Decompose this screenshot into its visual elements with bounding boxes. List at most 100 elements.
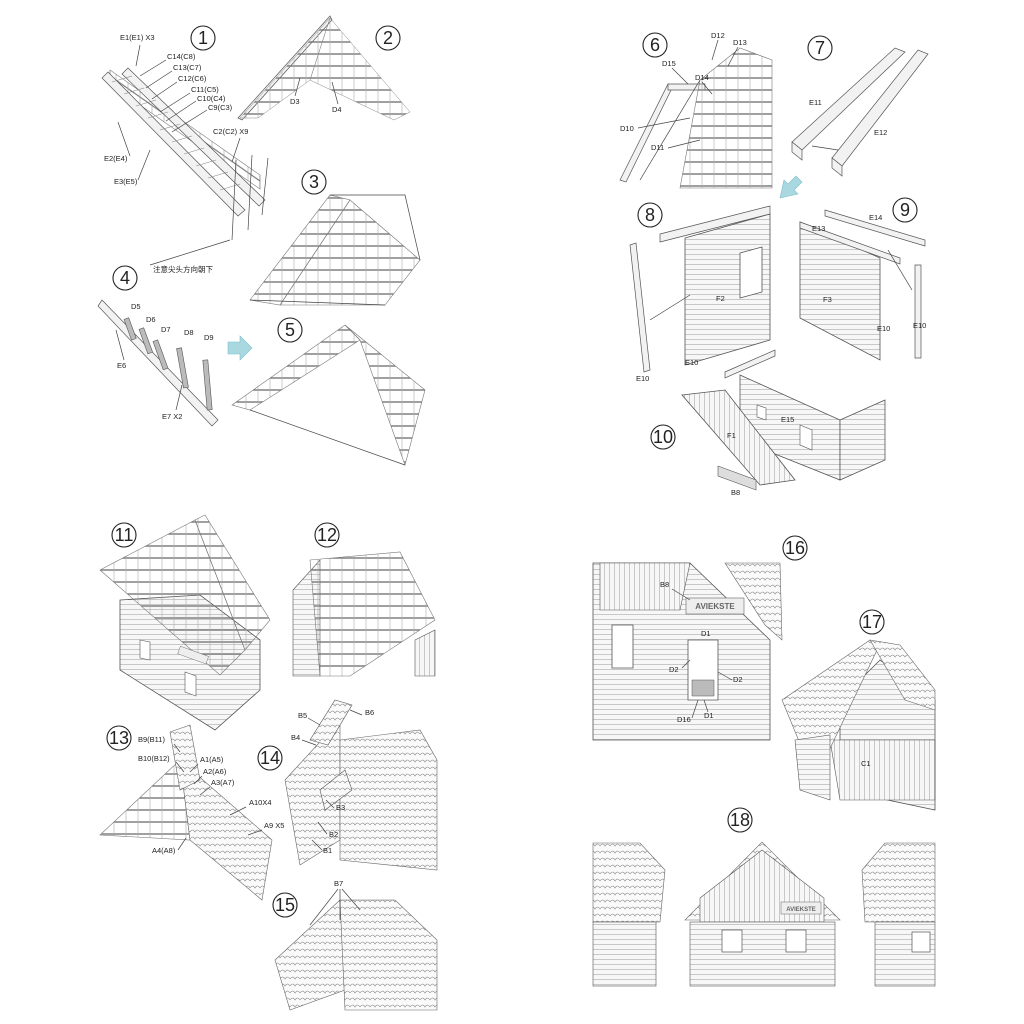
step-3: 3 — [249, 169, 421, 306]
step-10: 10 F1 E15 B8 — [650, 349, 886, 497]
step-2: 2 D3 D4 — [237, 15, 411, 121]
label-E6: E6 — [117, 361, 126, 370]
label-E13: E13 — [812, 224, 825, 233]
label-B10: B10(B12) — [138, 754, 170, 763]
step-5-number: 5 — [285, 320, 295, 340]
step-16: 16 AVIEKSTE B8 D1 D2 D2 D16 D1 — [592, 535, 808, 741]
step-2-circle — [375, 25, 401, 51]
step-9-circle — [892, 197, 918, 223]
label-E15: E15 — [781, 415, 794, 424]
step-3-circle — [301, 169, 327, 195]
step-8-circle — [637, 202, 663, 228]
label-A9: A9 X5 — [264, 821, 284, 830]
step-5-circle — [277, 317, 303, 343]
step-2-number: 2 — [383, 28, 393, 48]
step-6-circle — [642, 32, 668, 58]
step-11: 11 — [99, 514, 271, 731]
label-C13: C13(C7) — [173, 63, 202, 72]
label-E7: E7 X2 — [162, 412, 182, 421]
label-D5: D5 — [131, 302, 141, 311]
step-12: 12 — [292, 522, 436, 677]
step-6: 6 D12 D13 D15 D14 D10 D11 — [619, 31, 773, 189]
label-E14: E14 — [869, 213, 882, 222]
step-13-circle — [106, 725, 132, 751]
step-8-number: 8 — [645, 205, 655, 225]
step-18: 18 AVIEKSTE — [592, 807, 936, 987]
step-18-circle — [727, 807, 753, 833]
step-4-number: 4 — [120, 268, 130, 288]
step-17-circle — [859, 609, 885, 635]
wall-F1 — [681, 389, 796, 486]
label-E3: E3(E5) — [114, 177, 138, 186]
label-E10-b: E10 — [636, 374, 649, 383]
label-F3: F3 — [823, 295, 832, 304]
label-D1-a: D1 — [701, 629, 711, 638]
step-13-number: 13 — [109, 728, 129, 748]
label-B7: B7 — [334, 879, 343, 888]
step-9: 9 E14 E13 F3 E10 E10 — [799, 197, 926, 361]
label-D6: D6 — [146, 315, 156, 324]
label-A2: A2(A6) — [203, 767, 227, 776]
station-sign-text: AVIEKSTE — [695, 602, 735, 611]
label-B8-b: B8 — [660, 580, 669, 589]
step-14: 14 B5 B6 B4 B3 B2 B1 — [257, 699, 438, 871]
step-13: 13 B9(B11) B10(B12) A1(A5) A2(A6) A3(A7)… — [99, 724, 284, 901]
label-A3: A3(A7) — [211, 778, 235, 787]
arrow-down-left-icon — [779, 175, 803, 199]
step-10-number: 10 — [653, 427, 673, 447]
arrow-right-icon — [227, 335, 253, 361]
label-E10-a: E10 — [685, 358, 698, 367]
label-D13: D13 — [733, 38, 747, 47]
label-E10-d: E10 — [913, 321, 926, 330]
step-1-number: 1 — [198, 28, 208, 48]
step-14-circle — [257, 745, 283, 771]
label-C9: C9(C3) — [208, 103, 233, 112]
step-12-circle — [314, 522, 340, 548]
label-B2: B2 — [329, 830, 338, 839]
step-17: 17 C1 — [781, 609, 936, 811]
step-12-number: 12 — [317, 525, 337, 545]
label-A10: A10X4 — [249, 798, 272, 807]
station-sign — [685, 597, 745, 615]
label-D2-b: D2 — [733, 675, 743, 684]
label-D10: D10 — [620, 124, 634, 133]
label-D12: D12 — [711, 31, 725, 40]
note-text: 注意尖头方向朝下 — [153, 264, 213, 274]
step-15-circle — [272, 892, 298, 918]
label-D9: D9 — [204, 333, 214, 342]
step-5: 5 — [231, 317, 426, 467]
step-11-number: 11 — [115, 525, 134, 545]
sign-B8-part — [717, 465, 757, 491]
label-B3: B3 — [336, 803, 345, 812]
rafter-ladder — [101, 67, 269, 266]
label-B5: B5 — [298, 711, 307, 720]
step-16-circle — [782, 535, 808, 561]
label-E2: E2(E4) — [104, 154, 128, 163]
label-E1: E1(E1) X3 — [120, 33, 155, 42]
step-11-circle — [111, 522, 137, 548]
step-8: 8 F2 E10 E10 — [629, 202, 771, 383]
label-D11: D11 — [651, 143, 664, 152]
step-1-circle — [190, 25, 216, 51]
step-7-circle — [807, 35, 833, 61]
label-A4: A4(A8) — [152, 846, 176, 855]
label-B6: B6 — [365, 708, 374, 717]
step-14-number: 14 — [260, 748, 280, 768]
station-sign-text-2: AVIEKSTE — [786, 907, 816, 913]
label-D8: D8 — [184, 328, 194, 337]
label-A1: A1(A5) — [200, 755, 224, 764]
step-9-number: 9 — [900, 200, 910, 220]
label-D7: D7 — [161, 325, 171, 334]
label-B8: B8 — [731, 488, 740, 497]
label-D3: D3 — [290, 97, 300, 106]
label-B1: B1 — [323, 846, 332, 855]
step-15: 15 B7 — [272, 879, 438, 1011]
step-7-number: 7 — [815, 38, 825, 58]
label-B4: B4 — [291, 733, 300, 742]
step-4: 4 D5 D6 D7 D8 D9 E6 E7 X2 — [97, 265, 219, 427]
step-1: 1 E1(E1) X3 C14(C8) C13(C7) C12(C6) C11(… — [101, 25, 269, 274]
label-C11: C11(C5) — [191, 85, 219, 94]
label-D16: D16 — [677, 715, 691, 724]
label-C1: C1 — [861, 759, 871, 768]
